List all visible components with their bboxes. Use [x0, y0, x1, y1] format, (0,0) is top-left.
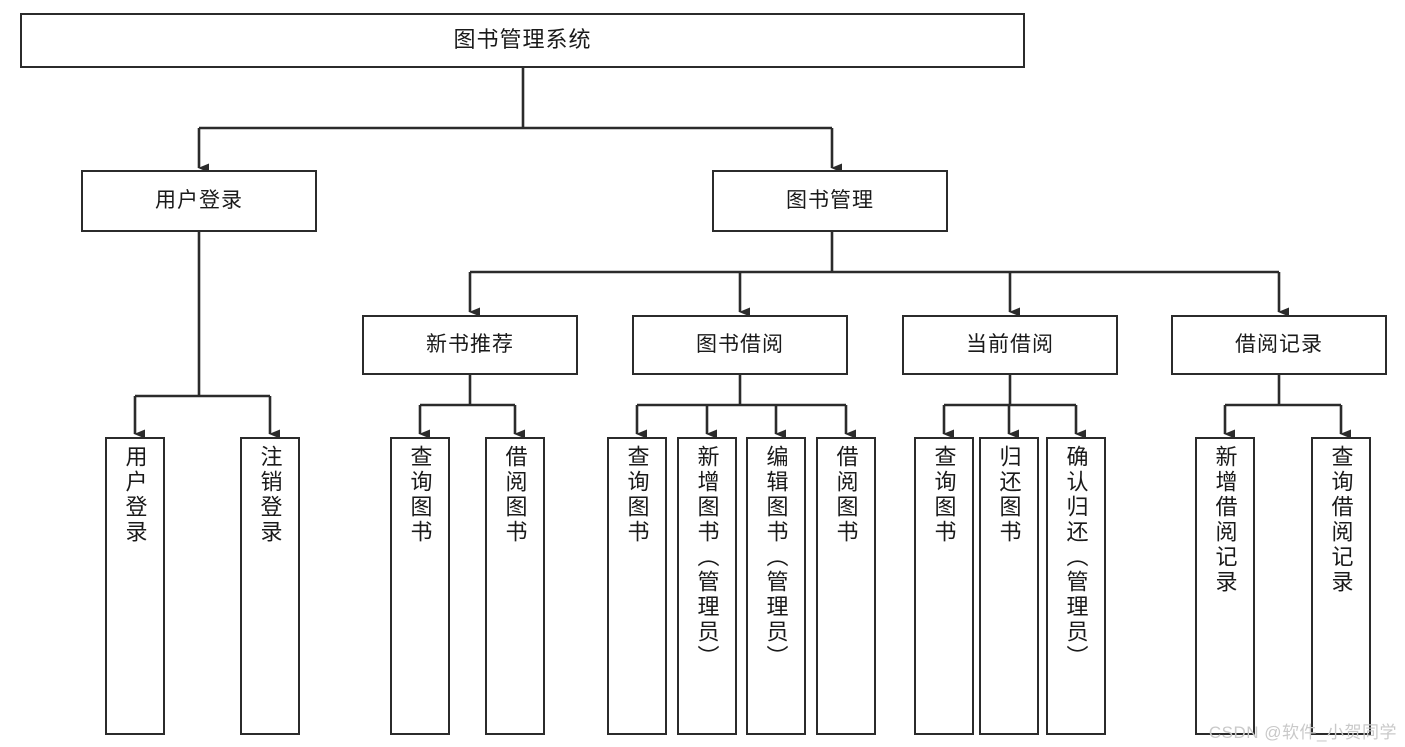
leaf-records-add-record[interactable]: 新增借阅记录 [1195, 437, 1255, 735]
csdn-watermark: CSDN @软件_小贺同学 [1208, 723, 1397, 742]
node-borrowing-records[interactable]: 借阅记录 [1171, 315, 1387, 375]
node-label: 归还图书 [996, 445, 1022, 545]
leaf-current-query-book[interactable]: 查询图书 [914, 437, 974, 735]
leaf-logout[interactable]: 注销登录 [240, 437, 300, 735]
node-user-login[interactable]: 用户登录 [81, 170, 317, 232]
node-label: 查询借阅记录 [1328, 445, 1354, 595]
node-label: 用户登录 [155, 189, 243, 213]
leaf-records-query-record[interactable]: 查询借阅记录 [1311, 437, 1371, 735]
node-label: 用户登录 [122, 445, 148, 545]
node-book-borrowing[interactable]: 图书借阅 [632, 315, 848, 375]
node-label: 查询图书 [407, 445, 433, 545]
node-label: 新增借阅记录 [1212, 445, 1238, 595]
leaf-current-confirm-return-admin[interactable]: 确认归还（管理员） [1046, 437, 1106, 735]
node-current-borrowing[interactable]: 当前借阅 [902, 315, 1118, 375]
leaf-borrow-query-book[interactable]: 查询图书 [607, 437, 667, 735]
leaf-borrow-add-book-admin[interactable]: 新增图书（管理员） [677, 437, 737, 735]
node-label: 借阅记录 [1235, 333, 1323, 357]
node-book-management[interactable]: 图书管理 [712, 170, 948, 232]
node-label: 新增图书（管理员） [694, 445, 720, 670]
node-label: 图书管理系统 [453, 27, 592, 53]
node-label: 查询图书 [931, 445, 957, 545]
node-label: 确认归还（管理员） [1063, 445, 1089, 670]
node-label: 借阅图书 [502, 445, 528, 545]
leaf-borrow-borrow-book[interactable]: 借阅图书 [816, 437, 876, 735]
node-label: 注销登录 [257, 445, 283, 545]
node-label: 编辑图书（管理员） [763, 445, 789, 670]
node-label: 查询图书 [624, 445, 650, 545]
leaf-new-book-borrow[interactable]: 借阅图书 [485, 437, 545, 735]
node-label: 新书推荐 [426, 333, 514, 357]
node-root-system[interactable]: 图书管理系统 [20, 13, 1025, 68]
node-label: 借阅图书 [833, 445, 859, 545]
leaf-new-book-query[interactable]: 查询图书 [390, 437, 450, 735]
leaf-current-return-book[interactable]: 归还图书 [979, 437, 1039, 735]
leaf-user-login[interactable]: 用户登录 [105, 437, 165, 735]
node-label: 图书借阅 [696, 333, 784, 357]
node-label: 当前借阅 [966, 333, 1054, 357]
node-label: 图书管理 [786, 189, 874, 213]
node-new-book-recommendation[interactable]: 新书推荐 [362, 315, 578, 375]
leaf-borrow-edit-book-admin[interactable]: 编辑图书（管理员） [746, 437, 806, 735]
